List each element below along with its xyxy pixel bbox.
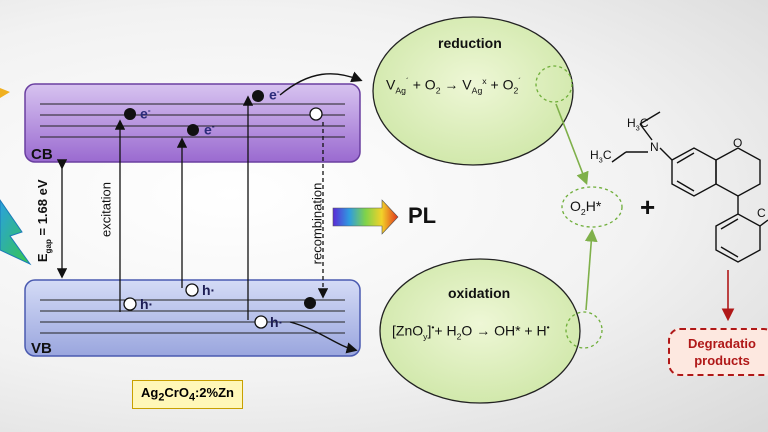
light-ray-icon: [0, 88, 10, 98]
o2-highlight-circle: [535, 65, 573, 103]
recombination-label: recombination: [309, 182, 325, 265]
hole-label: h·: [140, 296, 154, 312]
electron-label: e-: [204, 121, 215, 138]
electron-dot: [252, 90, 264, 102]
hole-transfer-arrow: [289, 321, 358, 354]
electron-dot: [187, 124, 199, 136]
h-to-o2h-arrow: [584, 228, 598, 311]
oxygen-atom: O: [733, 136, 743, 150]
cb-label: CB: [31, 146, 53, 163]
hole-circle: [123, 297, 137, 311]
dye-molecule: [611, 111, 768, 263]
oxidation-ellipse: [379, 258, 581, 404]
hole-circle: [185, 283, 199, 297]
oxidation-equation: [ZnOy]•+ H2O → OH* + H•: [392, 322, 550, 342]
excitation-label: excitation: [98, 182, 114, 237]
electron-dot: [304, 297, 316, 309]
pl-arrow: [332, 199, 399, 235]
vb-label: VB: [31, 340, 52, 357]
h-highlight-circle: [565, 311, 603, 349]
methyl-label-mid: H3C: [590, 148, 612, 165]
o2h-intermediate: O2H*: [570, 198, 602, 217]
o2-to-o2h-arrow: [555, 103, 589, 185]
electron-label: e-: [269, 86, 280, 103]
methyl-label-top: H3C: [627, 116, 649, 133]
electron-transfer-arrow: [279, 71, 363, 96]
reduction-title: reduction: [438, 35, 502, 51]
o2h-highlight-ellipse: [561, 186, 623, 228]
pl-label: PL: [408, 203, 437, 228]
electron-dot: [124, 108, 136, 120]
valence-band: [24, 279, 361, 357]
hole-circle: [309, 107, 323, 121]
compound-label: Ag2CrO4:2%Zn: [132, 380, 243, 409]
band-gap-label: Egap = 1.68 eV: [35, 179, 53, 263]
oxidation-title: oxidation: [448, 285, 511, 301]
conduction-band: [24, 83, 361, 163]
degradation-products-box: Degradatio products: [668, 328, 768, 376]
reduction-ellipse: [372, 16, 574, 166]
reduction-equation: VAg´ + O2 → VAgx + O2´: [386, 76, 522, 96]
chlorine-atom: C: [757, 206, 766, 220]
electron-label: e-: [140, 105, 151, 122]
nitrogen-atom: N: [650, 140, 659, 154]
hole-label: h·: [202, 282, 216, 298]
hole-label: h·: [270, 314, 284, 330]
plus-sign: +: [640, 192, 656, 222]
lightning-bolt-icon: [0, 199, 32, 266]
hole-circle: [254, 315, 268, 329]
